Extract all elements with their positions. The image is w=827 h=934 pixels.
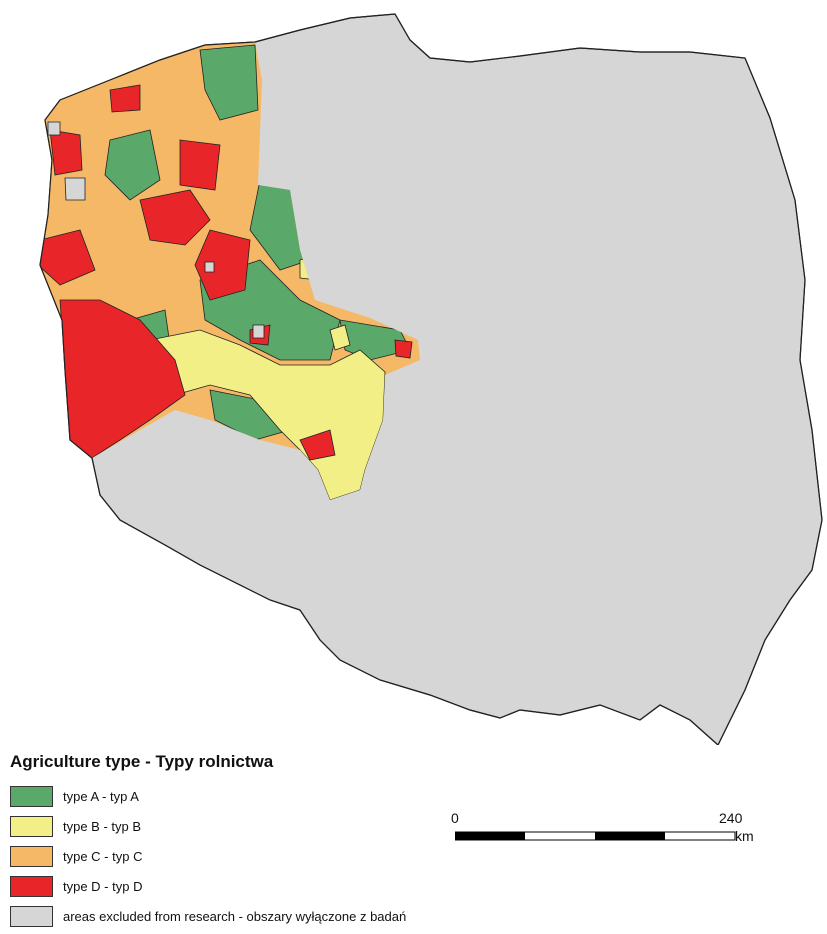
legend-swatch-type-a — [10, 786, 53, 807]
region-type-d — [40, 84, 413, 461]
scale-bar: 0 240 km — [451, 810, 771, 850]
excluded-pockets — [47, 121, 265, 339]
legend-swatch-type-d — [10, 876, 53, 897]
legend-swatch-excluded — [10, 906, 53, 927]
legend-swatch-type-b — [10, 816, 53, 837]
scale-unit-label: km — [735, 828, 754, 844]
legend-label-type-a: type A - typ A — [63, 789, 139, 804]
legend-label-type-d: type D - typ D — [63, 879, 143, 894]
legend-swatch-type-c — [10, 846, 53, 867]
scale-start-label: 0 — [451, 810, 459, 826]
map-of-poland — [39, 13, 823, 745]
legend-label-excluded: areas excluded from research - obszary w… — [63, 909, 407, 924]
scale-end-label: 240 — [719, 810, 743, 826]
legend-label-type-b: type B - typ B — [63, 819, 142, 834]
legend-title: Agriculture type - Typy rolnictwa — [10, 752, 274, 771]
legend-label-type-c: type C - typ C — [63, 849, 143, 864]
scale-bar-graphic — [455, 831, 736, 841]
poland-border — [39, 13, 823, 745]
